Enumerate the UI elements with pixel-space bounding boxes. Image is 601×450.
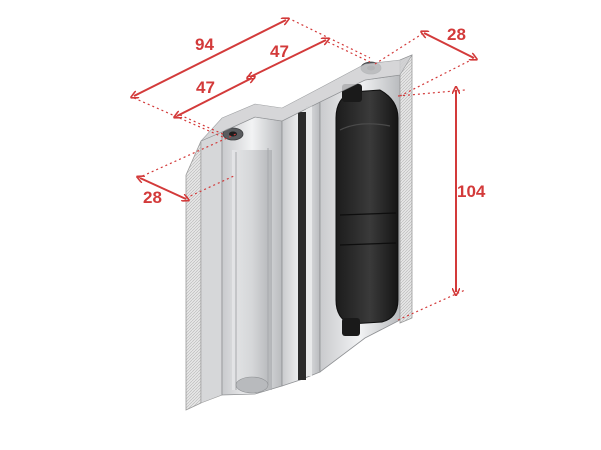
concealed-hinge-body [335, 84, 399, 336]
hinge-product [185, 54, 413, 411]
center-leaf-profile [281, 101, 321, 387]
right-depth-label: 28 [447, 25, 466, 44]
lower-half-width-label: 47 [196, 78, 215, 97]
overall-width-label: 94 [195, 35, 214, 54]
left-wall-section [185, 131, 223, 411]
left-depth-dimension-line [140, 178, 186, 199]
upper-half-width-label: 47 [270, 42, 289, 61]
top-screw-hole-left [222, 127, 244, 141]
height-label: 104 [457, 182, 486, 201]
right-depth-dimension-line [424, 33, 474, 58]
dimension-overlay: 94 47 47 28 28 104 [134, 18, 486, 321]
left-leaf-profile [221, 116, 283, 396]
lower-half-width-dimension-line [177, 78, 252, 116]
overall-width-dimension-line [134, 20, 286, 96]
left-depth-label: 28 [143, 188, 162, 207]
upper-half-width-dimension-line [250, 40, 326, 77]
